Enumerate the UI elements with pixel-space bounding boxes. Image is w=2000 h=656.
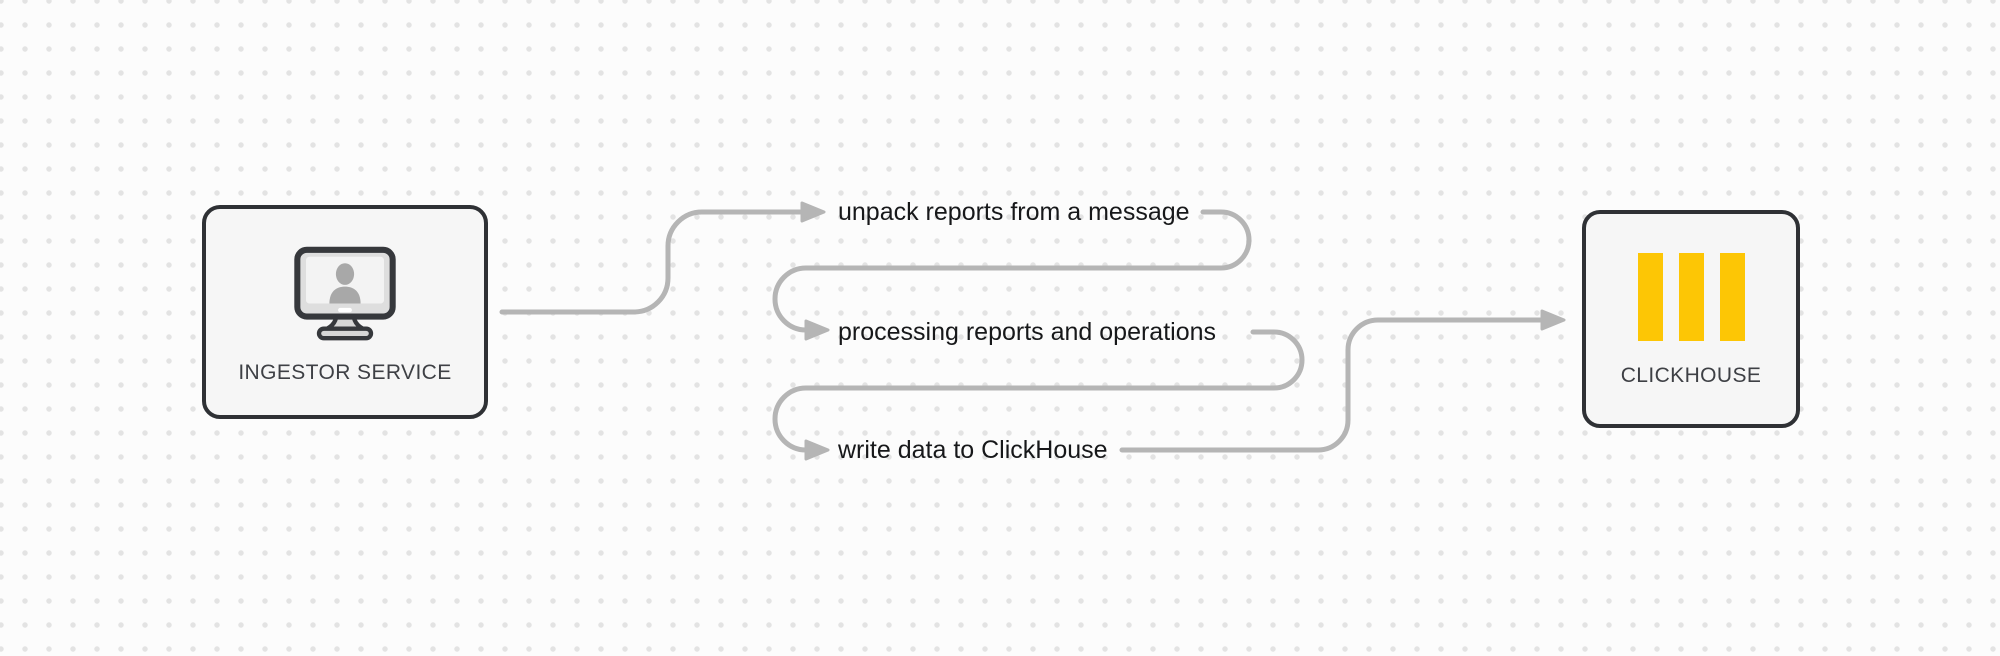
clickhouse-bar-2 bbox=[1678, 252, 1704, 341]
user-silhouette-head bbox=[335, 262, 355, 285]
step-label-unpack-reports: unpack reports from a message bbox=[838, 198, 1190, 226]
clickhouse-logo-icon bbox=[1637, 252, 1745, 341]
step-label-write-data: write data to ClickHouse bbox=[838, 436, 1108, 464]
clickhouse-bar-3 bbox=[1719, 252, 1745, 341]
node-ingestor-label: INGESTOR SERVICE bbox=[238, 360, 452, 384]
connector-step1-to-step2 bbox=[772, 209, 1252, 341]
monitor-notch bbox=[338, 307, 352, 312]
monitor-base bbox=[316, 326, 374, 340]
connector-step3-to-clickhouse bbox=[1119, 309, 1566, 453]
connector-ingestor-to-step1 bbox=[499, 201, 826, 315]
step-label-processing-reports: processing reports and operations bbox=[838, 318, 1217, 346]
node-ingestor-service: INGESTOR SERVICE bbox=[202, 205, 488, 419]
connector-step2-to-step3 bbox=[772, 329, 1305, 461]
clickhouse-bar-1 bbox=[1637, 252, 1663, 341]
monitor-user-icon bbox=[294, 246, 396, 340]
user-silhouette-shoulders bbox=[329, 286, 361, 304]
node-clickhouse-label: CLICKHOUSE bbox=[1620, 363, 1762, 387]
node-clickhouse: CLICKHOUSE bbox=[1582, 210, 1800, 428]
